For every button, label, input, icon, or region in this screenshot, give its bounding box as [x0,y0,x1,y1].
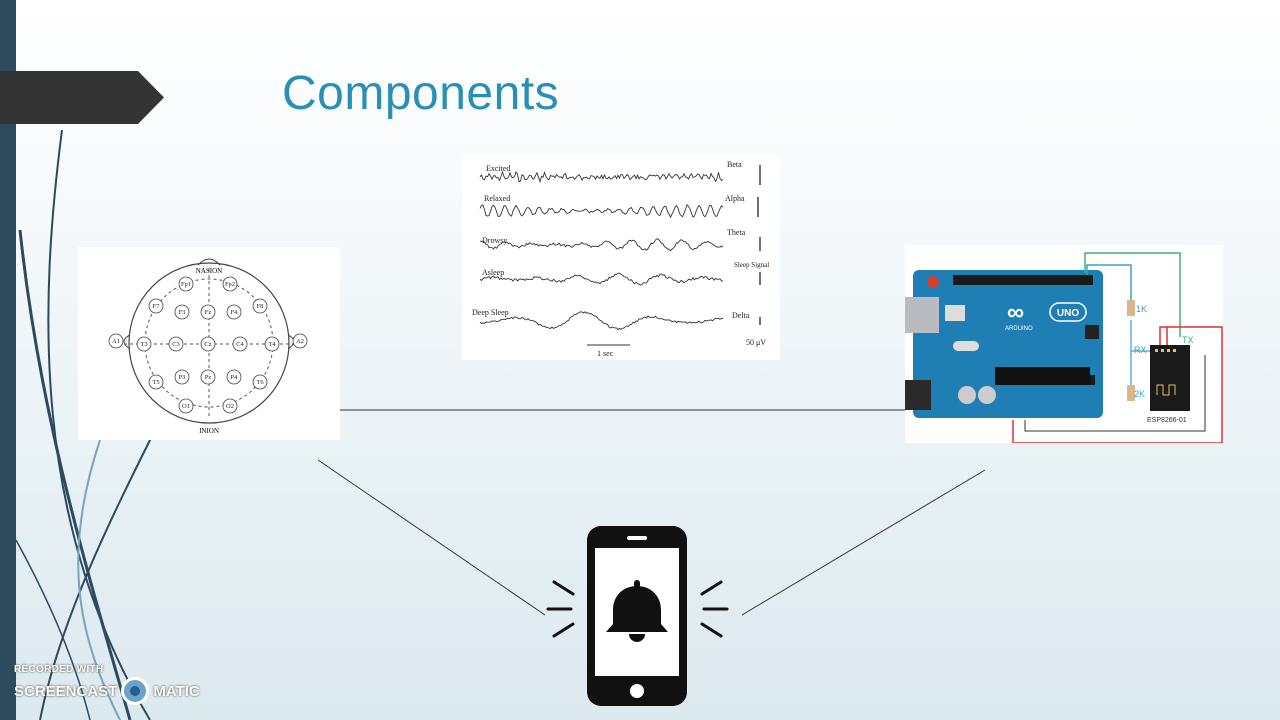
screencast-watermark: RECORDED WITH SCREENCAST MATIC [14,664,200,705]
electrode-o2: O2 [226,403,234,410]
screencast-logo-icon [121,677,150,705]
vibration-lines [546,580,729,638]
decorative-swoosh [15,129,161,720]
electrode-a1: A1 [112,338,120,345]
board-brand-label: ARDUINO [1005,326,1033,332]
electrode-f4: F4 [231,309,239,316]
electrode-o1: O1 [182,403,190,410]
wave-trace-1 [479,204,724,219]
electrode-f8: F8 [257,303,264,310]
inion-label: INION [199,427,219,435]
module-label: ESP8266-01 [1147,417,1187,424]
resistor-1k-label: 1K [1136,304,1147,314]
electrode-t5: T5 [152,379,159,386]
band-label-alpha: Alpha [725,194,745,203]
eeg-electrode-diagram: NASION INION Fp1 Fp2 F7 F3 Fz F4 F8 A1 T… [78,247,340,440]
infinity-logo-icon: ∞ [1007,299,1024,326]
band-label-sleep-signal: Sleep Signal [734,261,769,269]
arduino-esp8266-circuit: ∞ UNO ARDUINO 1K 2K RX TX ESP8266-01 [905,245,1223,443]
watermark-brand-right: MATIC [153,682,200,700]
time-scale-label: 1 sec [597,349,614,358]
watermark-recorded-with: RECORDED WITH [14,664,104,675]
electrode-pz: Pz [205,374,212,381]
notification-bell-icon [606,580,668,642]
electrode-cz: Cz [204,341,211,348]
band-label-beta: Beta [727,160,742,169]
rx-label: RX [1134,345,1147,355]
electrode-a2: A2 [296,338,304,345]
electrode-t6: T6 [256,379,264,386]
wave-trace-2 [479,238,724,252]
electrode-fp2: Fp2 [225,281,235,288]
smartphone-icon [546,526,729,706]
slide-title: Components [282,67,560,120]
nasion-label: NASION [196,267,222,275]
resistor-2k-label: 2K [1134,389,1145,399]
electrode-fz: Fz [205,309,212,316]
wave-trace-0 [479,170,724,184]
state-label-relaxed: Relaxed [484,194,510,203]
electrode-p4: P4 [231,374,239,381]
watermark-brand-left: SCREENCAST [14,682,118,700]
wave-trace-3 [479,272,724,286]
state-label-asleep: Asleep [482,268,504,277]
state-label-excited: Excited [486,164,510,173]
state-label-drowsy: Drowsy [482,236,507,245]
title-arrow-tab [0,71,164,124]
electrode-fp1: Fp1 [181,281,191,288]
electrode-c4: C4 [236,341,244,348]
electrode-f3: F3 [179,309,186,316]
electrode-p3: P3 [179,374,186,381]
wave-trace-4 [479,311,724,331]
band-label-theta: Theta [727,228,746,237]
board-model-label: UNO [1057,308,1079,319]
electrode-t3: T3 [140,341,147,348]
state-label-deep-sleep: Deep Sleep [472,308,509,317]
tx-label: TX [1182,335,1194,345]
arduino-board [913,270,1103,418]
brain-wave-chart: Excited Relaxed Drowsy Asleep Deep Sleep… [462,155,780,360]
esp8266-module [1150,345,1190,411]
electrode-f7: F7 [153,303,161,310]
amplitude-scale-label: 50 μV [746,338,766,347]
electrode-c3: C3 [172,341,180,348]
band-label-delta: Delta [732,311,750,320]
left-accent-stripe [0,0,16,720]
electrode-t4: T4 [268,341,276,348]
